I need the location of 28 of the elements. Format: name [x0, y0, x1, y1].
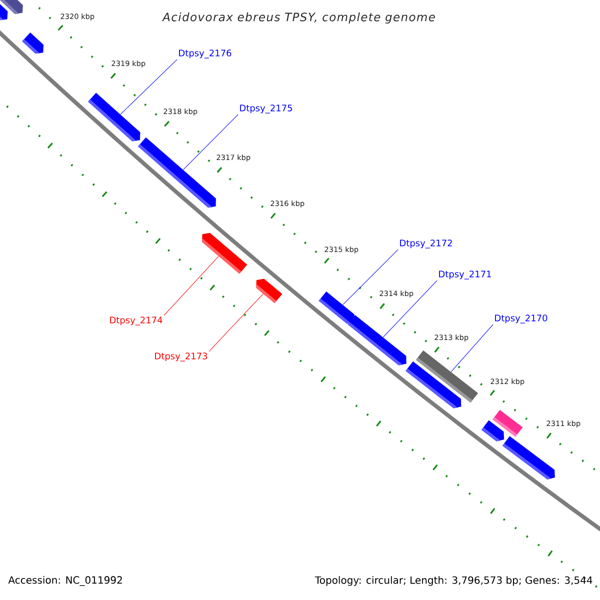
- gene-label: Dtpsy_2173: [155, 352, 208, 362]
- gene-label: Dtpsy_2170: [495, 314, 548, 324]
- leader-line: [450, 324, 494, 372]
- gene-bar: [256, 278, 282, 304]
- footer-text: Topology: circular; Length: 3,796,573 bp; Genes: 3,544: [314, 576, 592, 586]
- leader-line: [382, 280, 438, 338]
- leader-line: [342, 249, 398, 305]
- footer-text: Accession: NC_011992: [8, 576, 122, 586]
- gene-label: Dtpsy_2174: [110, 316, 162, 326]
- title: Acidovorax ebreus TPSY, complete genome: [162, 12, 435, 24]
- leader-line: [120, 59, 178, 115]
- gene-bar: [348, 315, 406, 366]
- gene-bar: [406, 361, 462, 408]
- gene-bar: [502, 436, 555, 480]
- gene-bar: [481, 420, 504, 442]
- gene-label: Dtpsy_2172: [400, 240, 452, 248]
- leader-line: [164, 256, 219, 316]
- leader-line: [208, 294, 264, 352]
- gene-bar: [0, 0, 23, 14]
- gene-label: Dtpsy_2175: [240, 104, 292, 114]
- gene-label: Dtpsy_2171: [439, 270, 491, 280]
- gene-bar: [88, 92, 140, 142]
- gene-bar: [138, 137, 216, 208]
- gene-bar: [318, 291, 354, 324]
- gene-label: Dtpsy_2176: [179, 50, 232, 58]
- gene-bar: [22, 32, 44, 54]
- gene-bar: [202, 232, 248, 274]
- leader-line: [183, 114, 238, 170]
